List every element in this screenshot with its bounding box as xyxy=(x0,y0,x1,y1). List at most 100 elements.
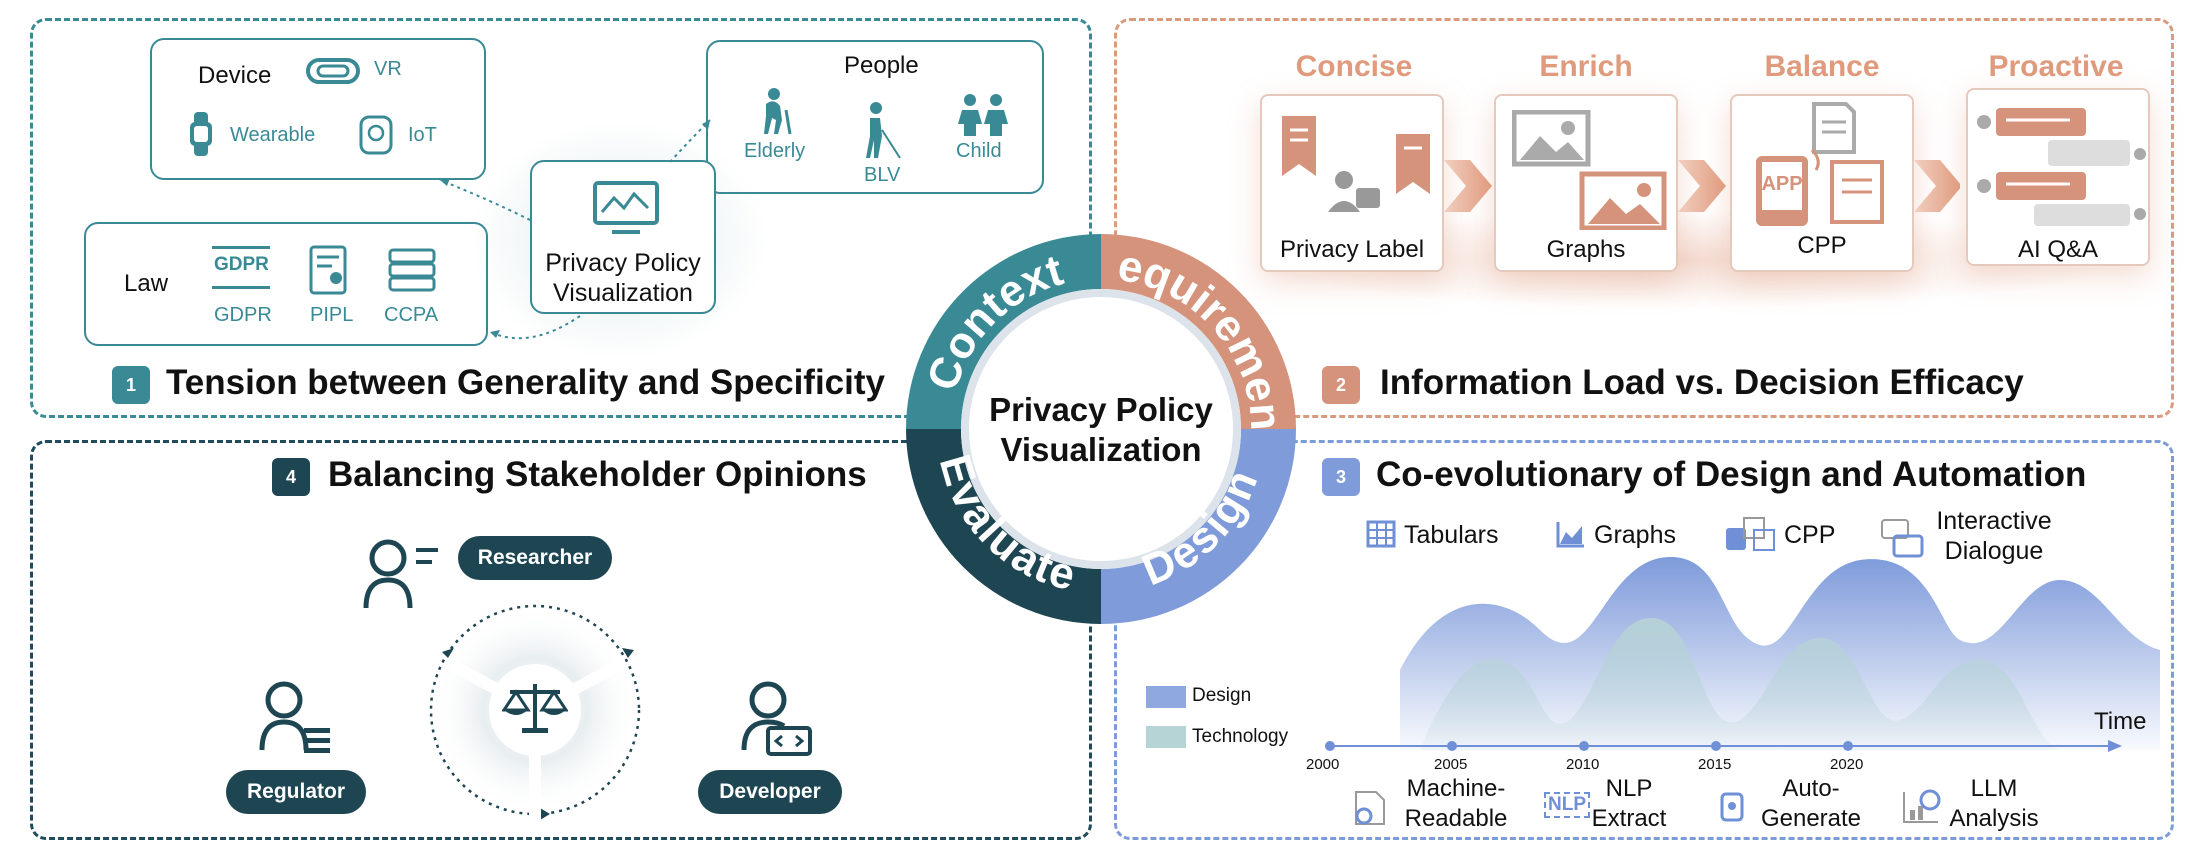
machine-readable-icon xyxy=(1355,791,1385,825)
child-icon xyxy=(958,94,1008,136)
q2-title: Information Load vs. Decision Efficacy xyxy=(1380,363,2024,402)
tick-2015: 2015 xyxy=(1698,756,1732,773)
stage-title-enrich: Enrich xyxy=(1539,50,1633,83)
center-title-line1: Privacy Policy xyxy=(989,391,1213,428)
q1-title: Tension between Generality and Specifici… xyxy=(166,363,885,402)
design-quadrant xyxy=(1114,440,2174,840)
gdpr-icon: GDPR xyxy=(212,246,270,292)
vr-label: VR xyxy=(374,58,402,80)
blv-label: BLV xyxy=(864,164,901,186)
stage-title-concise: Concise xyxy=(1295,50,1413,83)
q1-badge: 1 xyxy=(112,366,150,404)
q3-badge: 3 xyxy=(1322,458,1360,496)
design-graphs: Graphs xyxy=(1594,521,1676,549)
law-title: Law xyxy=(124,270,169,297)
center-ring: Context Requirement Design Evaluate xyxy=(896,224,1296,624)
tick-2020: 2020 xyxy=(1830,756,1864,773)
dialogue-icon xyxy=(1881,519,1924,558)
card-cpp: APP CPP xyxy=(1730,94,1914,272)
legend-design: Design xyxy=(1192,685,1252,706)
cpp-app-text: APP xyxy=(1761,173,1803,195)
legend-design-swatch xyxy=(1146,686,1186,708)
area-chart-icon xyxy=(1556,522,1584,548)
card-ai-qa: AI Q&A xyxy=(1966,88,2150,266)
tick-2000: 2000 xyxy=(1306,756,1340,773)
developer-icon xyxy=(741,681,812,756)
card-label-ai-qa: AI Q&A xyxy=(2017,236,2099,263)
center-title-line2: Visualization xyxy=(1000,431,1202,468)
developer-pill: Developer xyxy=(698,770,842,814)
design-cpp: CPP xyxy=(1784,521,1836,549)
people-box: People Elderly BLV Child xyxy=(706,40,1044,194)
iot-label: IoT xyxy=(408,124,437,146)
auto-generate-icon xyxy=(1720,792,1744,822)
ppv-line2: Visualization xyxy=(553,279,693,307)
design-interactive: Interactive xyxy=(1936,507,2052,535)
stage-title-proactive: Proactive xyxy=(1988,50,2124,83)
requirement-quadrant xyxy=(1114,18,2174,418)
blv-icon xyxy=(866,102,901,159)
evaluate-quadrant xyxy=(30,440,1092,840)
nlp-icon: NLP xyxy=(1544,792,1590,818)
stage-arrows xyxy=(1444,160,1960,212)
researcher-pill: Researcher xyxy=(458,536,612,580)
ccpa-label: CCPA xyxy=(384,304,439,326)
q2-badge: 2 xyxy=(1322,366,1360,404)
gdpr-icon-text: GDPR xyxy=(214,254,269,275)
q3-title: Co-evolutionary of Design and Automation xyxy=(1376,455,2087,494)
design-dialogue: Dialogue xyxy=(1944,537,2044,565)
q4-badge: 4 xyxy=(272,458,310,496)
pipl-icon xyxy=(309,245,347,295)
card-label-privacy: Privacy Label xyxy=(1279,236,1425,263)
wearable-icon xyxy=(190,112,212,156)
tech-llm: LLM xyxy=(1970,775,2018,802)
legend-technology-swatch xyxy=(1146,726,1186,748)
privacy-label-icon xyxy=(1282,116,1430,212)
tech-readable: Readable xyxy=(1404,805,1508,832)
pipl-label: PIPL xyxy=(310,304,354,326)
tech-auto: Auto- xyxy=(1782,775,1840,802)
gdpr-label: GDPR xyxy=(214,304,272,326)
chat-icon xyxy=(1977,108,2146,226)
legend-technology: Technology xyxy=(1192,726,1289,747)
regulator-pill: Regulator xyxy=(226,770,366,814)
cpp-small-icon xyxy=(1726,517,1775,551)
tick-2005: 2005 xyxy=(1434,756,1468,773)
card-graphs: Graphs xyxy=(1494,94,1678,272)
cpp-icon xyxy=(1756,102,1884,226)
tech-machine: Machine- xyxy=(1406,775,1506,802)
card-label-graphs: Graphs xyxy=(1546,236,1626,263)
scales-icon xyxy=(502,684,568,733)
technology-wave xyxy=(1420,617,2060,750)
tech-analysis: Analysis xyxy=(1949,805,2039,832)
elderly-icon xyxy=(764,88,792,135)
ppv-box: Privacy Policy Visualization xyxy=(530,160,716,314)
tech-nlp: NLP xyxy=(1605,775,1653,802)
graphs-icon xyxy=(1512,110,1667,230)
stage-title-balance: Balance xyxy=(1764,50,1880,83)
wearable-label: Wearable xyxy=(230,124,316,146)
vr-icon xyxy=(306,58,360,84)
tick-2010: 2010 xyxy=(1566,756,1600,773)
ppv-line1: Privacy Policy xyxy=(545,249,701,277)
card-label-cpp: CPP xyxy=(1797,232,1847,259)
context-quadrant xyxy=(30,18,1092,418)
iot-icon xyxy=(359,115,393,155)
device-box: Device VR Wearable IoT xyxy=(150,38,486,180)
regulator-icon xyxy=(259,681,330,753)
tech-generate: Generate xyxy=(1760,805,1862,832)
design-tabulars: Tabulars xyxy=(1404,521,1499,549)
people-title: People xyxy=(844,52,919,79)
table-icon xyxy=(1366,520,1396,548)
ppv-connectors xyxy=(439,119,711,340)
card-privacy-label: Privacy Label xyxy=(1260,94,1444,272)
law-box: Law GDPR GDPR PIPL CCPA xyxy=(84,222,488,346)
tech-extract: Extract xyxy=(1591,805,1667,832)
monitor-chart-icon xyxy=(593,181,659,234)
ccpa-icon xyxy=(388,248,436,292)
child-label: Child xyxy=(956,140,1002,162)
q4-title: Balancing Stakeholder Opinions xyxy=(328,455,867,494)
elderly-label: Elderly xyxy=(744,140,806,162)
device-title: Device xyxy=(198,62,272,89)
llm-analysis-icon xyxy=(1903,789,1941,823)
